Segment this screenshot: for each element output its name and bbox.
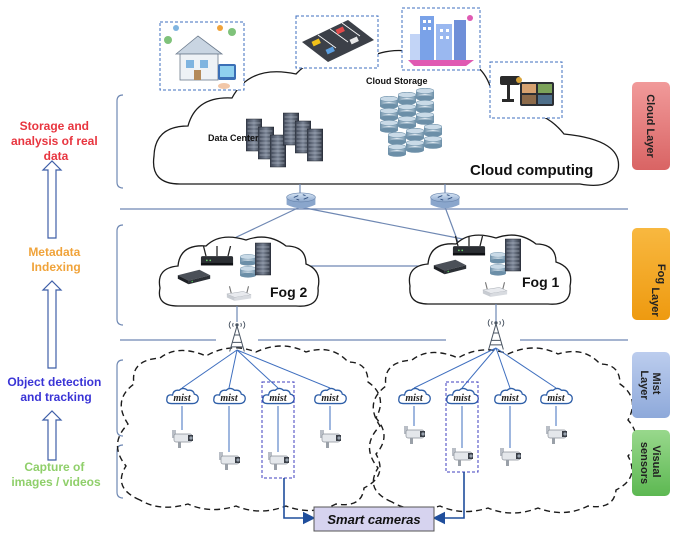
mist-layer-badge xyxy=(632,352,670,418)
cloud-storage-label: Cloud Storage xyxy=(366,76,428,86)
antenna-tower-icon xyxy=(487,318,505,350)
mist-node: mist xyxy=(314,387,347,405)
left-braces xyxy=(116,94,124,499)
parking-lot-icon xyxy=(295,15,379,69)
fog2-label: Fog 2 xyxy=(270,284,308,300)
antenna-tower-icon xyxy=(228,320,246,352)
process-flow-arrows xyxy=(41,160,63,461)
mist-node: mist xyxy=(494,387,527,405)
database-stack-icon xyxy=(490,264,506,276)
smart-home-icon xyxy=(159,21,245,91)
mist-node: mist xyxy=(540,387,573,405)
router-icon xyxy=(430,192,460,209)
cctv-camera-icon xyxy=(451,448,474,467)
cctv-camera-icon xyxy=(545,426,568,445)
cctv-camera-icon xyxy=(267,452,290,471)
security-camera-display-icon xyxy=(489,61,563,119)
data-center-label: Data Center xyxy=(208,133,259,143)
mist-layer-label: Mist Layer xyxy=(638,370,662,400)
server-rack-icon xyxy=(255,242,271,276)
layer-badges: Cloud Layer Fog Layer Mist Layer Visual … xyxy=(632,82,670,496)
mist-node: mist xyxy=(262,387,295,405)
cloud-computing-label: Cloud computing xyxy=(470,162,593,179)
mist-node: mist xyxy=(213,387,246,405)
smart-city-icon xyxy=(401,7,481,71)
database-stack-icon xyxy=(240,254,256,266)
arrow-capture-to-detection xyxy=(41,410,63,461)
fog2-cloud xyxy=(158,236,320,307)
stage-storage-analysis: Storage and analysis of real data xyxy=(11,119,101,163)
visual-sensors-label: Visual sensors xyxy=(638,442,662,484)
cloud-layer: Data Center Cloud Storage Cloud computin… xyxy=(152,7,620,187)
database-stack-icon xyxy=(490,252,506,264)
stage-metadata-indexing: Metadata Indexing xyxy=(28,245,83,274)
fog-layer-line1: Fog xyxy=(655,264,667,284)
mist-label: mist xyxy=(173,393,191,404)
stage-capture: Capture of images / videos xyxy=(11,460,101,489)
mist-label: mist xyxy=(453,393,471,404)
server-rack-icon xyxy=(505,238,521,272)
mist-layer: mist mist mist mist mist mist mist mist xyxy=(116,318,637,532)
smart-cameras-label: Smart cameras xyxy=(327,512,420,527)
router-icon xyxy=(286,192,316,209)
mist-cluster-left xyxy=(116,345,385,512)
arrow-indexing-to-storage xyxy=(41,160,63,239)
mist-label: mist xyxy=(547,393,565,404)
cctv-camera-icon xyxy=(499,448,522,467)
smart-camera-highlight-right xyxy=(445,381,479,473)
fog1-label: Fog 1 xyxy=(522,274,560,290)
fog-layer-label: Fog xyxy=(655,264,667,284)
mist-node: mist xyxy=(446,387,479,405)
mist-cluster-right xyxy=(368,347,637,514)
database-stack-icon xyxy=(240,266,256,278)
stage-labels: Storage and analysis of real data Metada… xyxy=(7,119,104,489)
mist-label: mist xyxy=(220,393,238,404)
cctv-camera-icon xyxy=(403,426,426,445)
smart-camera-arrows xyxy=(283,472,465,525)
mist-label: mist xyxy=(269,393,287,404)
cloud-layer-label: Cloud Layer xyxy=(644,94,656,158)
cctv-camera-icon xyxy=(218,452,241,471)
mist-nodes: mist mist mist mist mist mist mist mist xyxy=(166,387,573,405)
mist-node: mist xyxy=(166,387,199,405)
mist-label: mist xyxy=(321,393,339,404)
database-stack-icon xyxy=(380,88,442,157)
mist-node: mist xyxy=(398,387,431,405)
mist-label: mist xyxy=(501,393,519,404)
cctv-camera-icon xyxy=(319,430,342,449)
fog-layer-badge xyxy=(632,228,670,320)
layer-separators xyxy=(120,208,628,341)
stage-object-detection: Object detection and tracking xyxy=(7,375,104,404)
smart-cameras-box xyxy=(313,506,435,532)
mist-label: mist xyxy=(405,393,423,404)
smart-camera-highlight-left xyxy=(261,381,295,479)
cctv-camera-icon xyxy=(171,430,194,449)
fog-layer-label-2: Layer xyxy=(649,287,661,317)
cloud-layer-badge xyxy=(632,82,670,170)
fog-layer: Fog 2 Fog 1 xyxy=(158,234,572,322)
arrow-detection-to-indexing xyxy=(41,280,63,369)
visual-sensors-badge xyxy=(632,430,670,496)
core-network xyxy=(225,184,479,243)
